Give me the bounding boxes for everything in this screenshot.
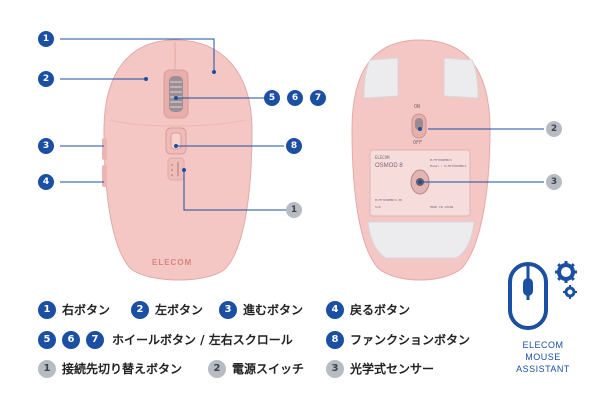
callout-forward-button: 3	[38, 138, 54, 154]
legend-badge: 3	[219, 301, 237, 319]
legend-text: 電源スイッチ	[232, 362, 305, 376]
label-model: OSMOD 8	[375, 163, 403, 169]
callout-left-button: 2	[38, 71, 54, 87]
legend-text: 進むボタン	[243, 303, 304, 317]
legend-badge: 2	[131, 301, 149, 319]
callout-connection-button: 1	[286, 202, 302, 218]
callout-wheel-5: 5	[264, 90, 280, 106]
legend-badge: 5	[38, 331, 56, 349]
callout-power-switch: 2	[546, 121, 562, 137]
leader-dots	[144, 70, 422, 184]
label-line-5: MADE IN CHINA	[430, 205, 454, 209]
mouse-top-view	[102, 39, 253, 281]
legend-text: ファンクションボタン	[350, 333, 471, 347]
legend-badge: 8	[326, 331, 344, 349]
switch-on-label: ON	[414, 104, 421, 110]
assistant-line-3: ASSISTANT	[516, 364, 570, 374]
legend-text: ホイールボタン / 左右スクロール	[112, 333, 293, 347]
mouse-gear-icon	[508, 261, 577, 330]
switch-off-label: OFF	[413, 140, 423, 146]
leader-lines	[60, 38, 544, 211]
legend-badge: 1	[38, 360, 56, 378]
legend-text: 光学式センサー	[350, 362, 435, 376]
assistant-line-2: MOUSE	[525, 352, 561, 362]
assistant-line-1: ELECOM	[522, 340, 564, 350]
legend-text: 右ボタン	[62, 303, 111, 317]
legend-badge: 4	[326, 301, 344, 319]
legend-text: 接続先切り替えボタン	[62, 362, 183, 376]
label-line-4: S/N	[375, 205, 381, 209]
mouse-bottom-view	[351, 39, 491, 281]
callout-wheel-6: 6	[287, 90, 303, 106]
legend-badge: 7	[86, 331, 104, 349]
label-brand: ELECOM	[375, 155, 390, 160]
callout-wheel-7: 7	[310, 90, 326, 106]
label-line-2: Model : M-MYY000MBCS	[430, 164, 467, 168]
callout-right-button: 1	[38, 31, 54, 47]
label-line-1: M-MYY000MBCS	[430, 158, 452, 162]
legend-text: 左ボタン	[155, 303, 204, 317]
callout-optical-sensor: 3	[546, 174, 562, 190]
legend-badge: 3	[326, 360, 344, 378]
legend-badge: 2	[208, 360, 226, 378]
callout-function-button: 8	[286, 138, 302, 154]
legend-badge: 1	[38, 301, 56, 319]
brand-logo: ELECOM	[152, 258, 193, 267]
label-line-3: M-MYY000MBCS PK	[375, 198, 403, 202]
legend-badge: 6	[62, 331, 80, 349]
callout-back-button: 4	[38, 174, 54, 190]
legend-text: 戻るボタン	[350, 303, 411, 317]
